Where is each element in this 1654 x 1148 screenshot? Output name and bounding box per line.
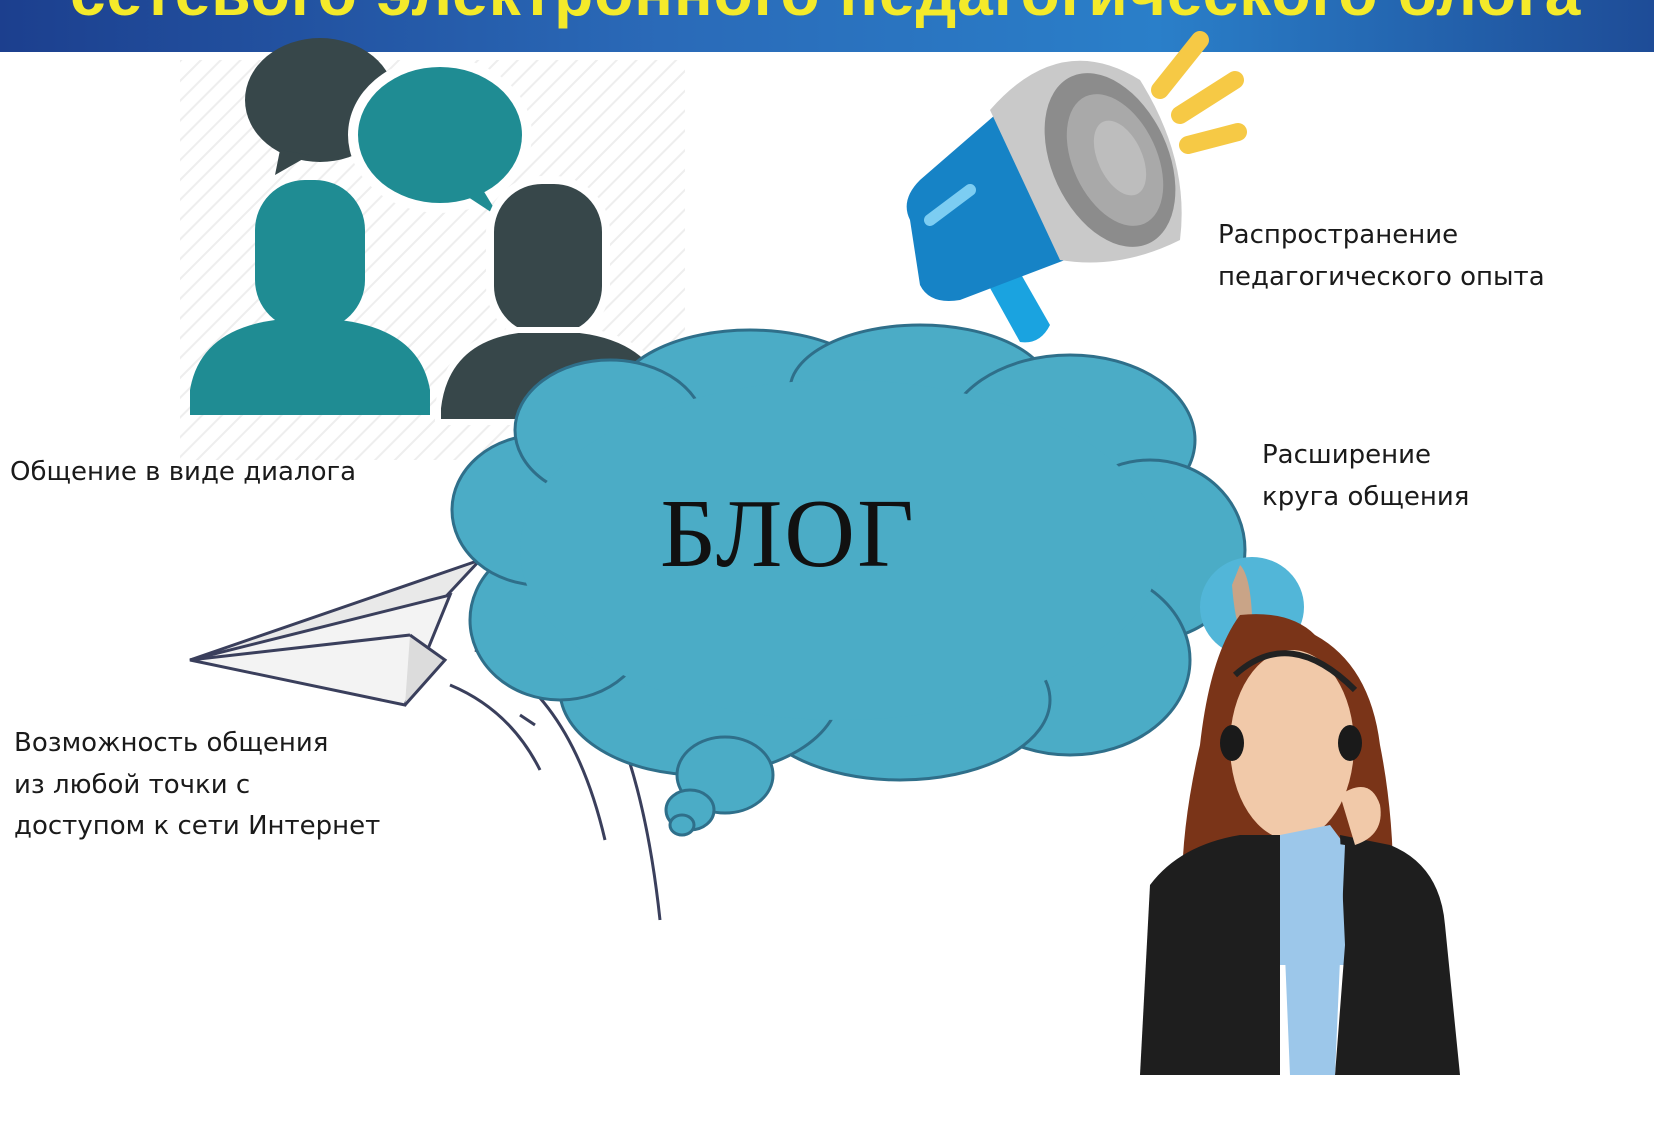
title-banner: сетевого электронного педагогического бл… bbox=[0, 0, 1654, 52]
blog-label: БЛОГ bbox=[660, 480, 916, 588]
megaphone-icon bbox=[906, 31, 1247, 343]
operator-woman-icon bbox=[1140, 557, 1460, 1075]
caption-anywhere: Возможность общения из любой точки с дос… bbox=[14, 728, 381, 842]
caption-dialog: Общение в виде диалога bbox=[10, 457, 357, 487]
caption-spread: Распространение педагогического опыта bbox=[1218, 220, 1545, 292]
page-title: сетевого электронного педагогического бл… bbox=[70, 0, 1581, 30]
caption-expand: Расширение круга общения bbox=[1262, 440, 1470, 512]
blog-cloud bbox=[450, 323, 1247, 837]
